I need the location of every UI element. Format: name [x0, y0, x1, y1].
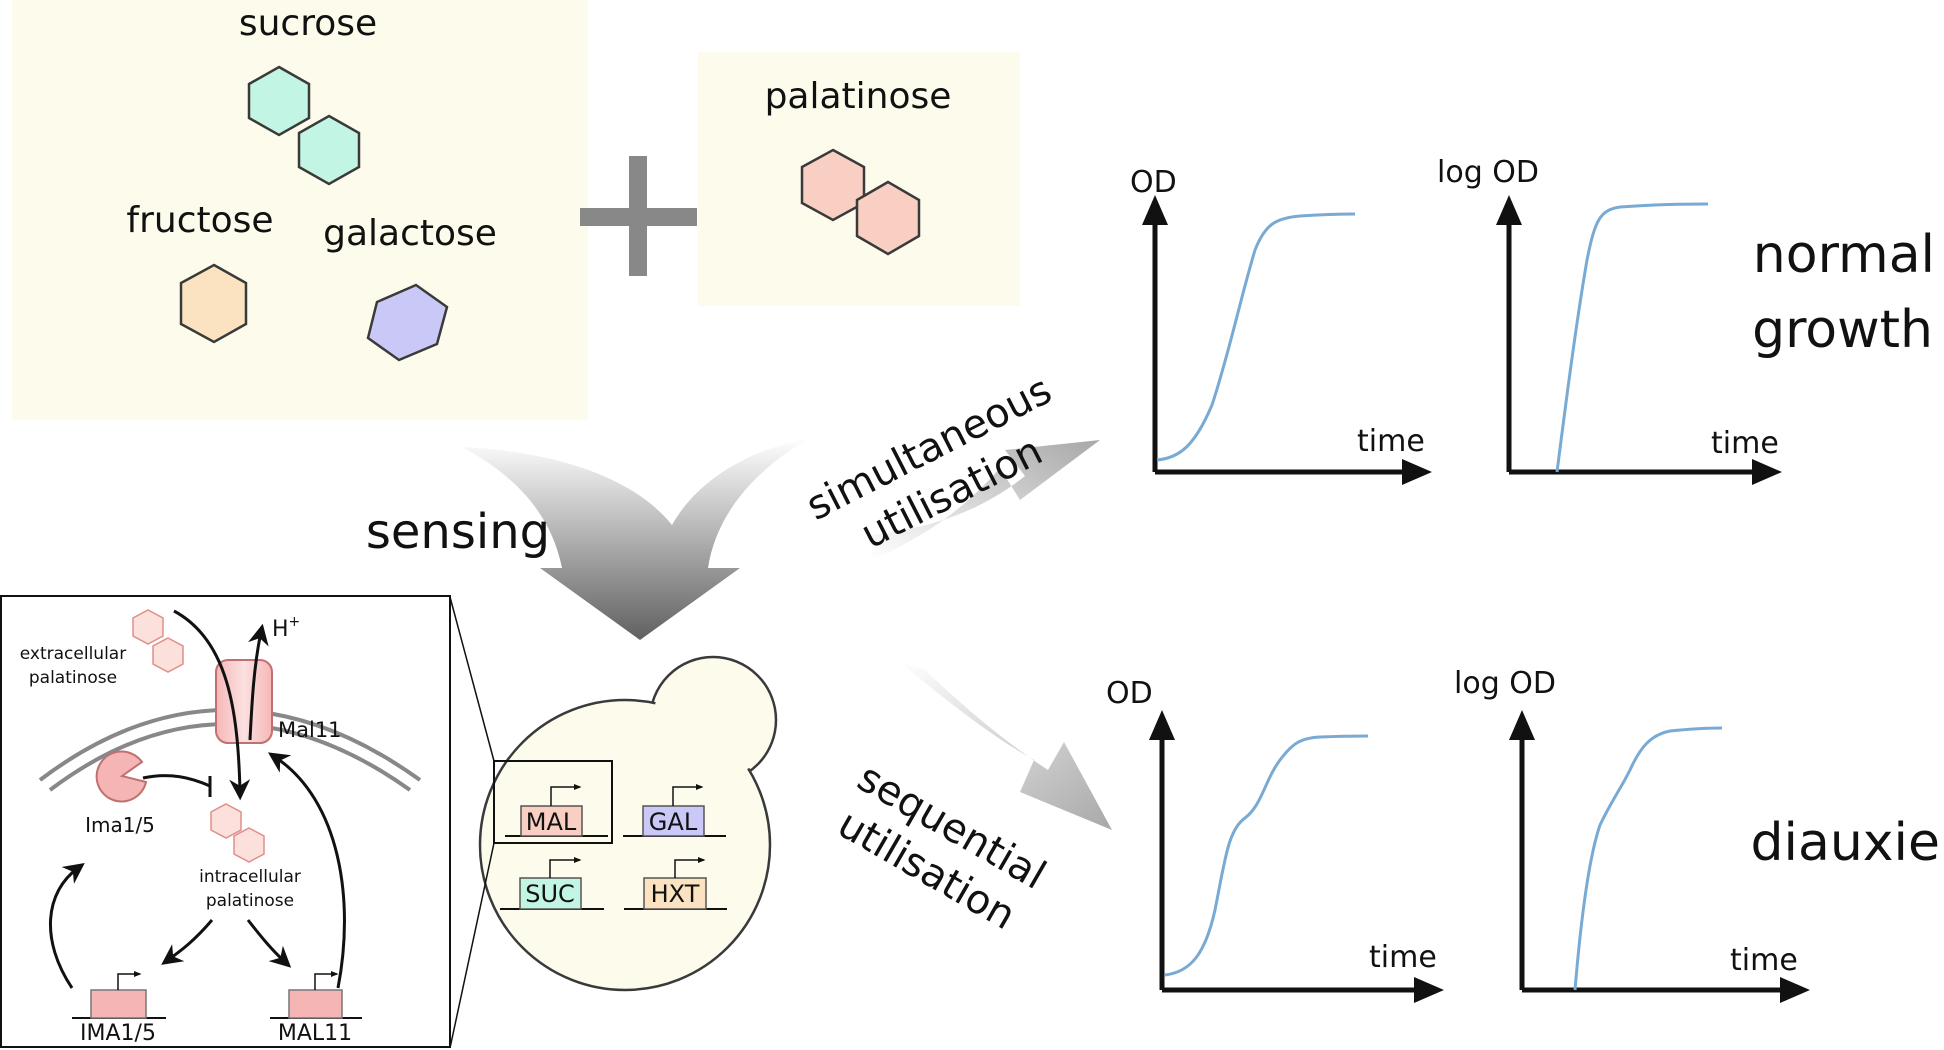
- label-diauxie: diauxie: [1751, 813, 1941, 873]
- label-fructose: fructose: [126, 200, 273, 241]
- sequential-arrow: [900, 662, 1112, 830]
- svg-text:time: time: [1357, 424, 1425, 459]
- gene-suc: SUC: [500, 857, 604, 910]
- yeast-cell: [478, 655, 778, 992]
- plot-diauxie-od: OD time: [1106, 676, 1444, 1003]
- simultaneous-arrow: [872, 440, 1100, 560]
- sugar-box-main: [12, 0, 588, 420]
- svg-text:MAL: MAL: [526, 808, 577, 836]
- svg-text:MAL11: MAL11: [278, 1021, 352, 1046]
- galactose-molecule: [366, 283, 449, 362]
- svg-text:OD: OD: [1106, 676, 1153, 711]
- svg-text:log OD: log OD: [1454, 666, 1556, 701]
- curve-normal-logod: [1555, 202, 1709, 473]
- curve-diauxie-logod: [1573, 726, 1723, 991]
- ima-enzyme[interactable]: [95, 750, 148, 803]
- svg-text:time: time: [1730, 943, 1798, 978]
- curve-diauxie-od: [1164, 734, 1369, 977]
- label-galactose: galactose: [323, 213, 497, 254]
- label-extracellular: extracellular palatinose: [20, 644, 126, 688]
- gene-mal11: MAL11: [270, 971, 362, 1046]
- label-simultaneous: simultaneous utilisation: [799, 367, 1059, 558]
- gene-ima15: IMA1/5: [72, 971, 166, 1046]
- plot-diauxie-logod: log OD time: [1454, 666, 1810, 1003]
- label-normal: normal: [1753, 225, 1935, 285]
- svg-text:SUC: SUC: [525, 880, 575, 908]
- label-proton: H+: [272, 614, 300, 642]
- svg-text:intracellular: intracellular: [199, 867, 301, 887]
- svg-text:log OD: log OD: [1437, 155, 1539, 190]
- sensing-arrow: [462, 438, 810, 640]
- label-mal11: Mal11: [278, 718, 342, 742]
- plus-sign: [580, 156, 697, 276]
- gene-hxt: HXT: [624, 857, 727, 910]
- gene-gal: GAL: [623, 784, 726, 837]
- svg-text:IMA1/5: IMA1/5: [80, 1021, 156, 1046]
- label-sensing: sensing: [366, 504, 550, 560]
- svg-text:time: time: [1369, 940, 1437, 975]
- svg-text:OD: OD: [1130, 165, 1177, 200]
- label-sucrose: sucrose: [239, 3, 377, 44]
- label-ima: Ima1/5: [85, 813, 155, 837]
- palatinose-molecule: [800, 148, 921, 256]
- intracellular-palatinose: [210, 803, 265, 863]
- label-palatinose: palatinose: [765, 76, 952, 117]
- gene-mal: MAL: [505, 784, 608, 837]
- svg-text:palatinose: palatinose: [206, 891, 294, 911]
- sucrose-molecule: [247, 65, 361, 186]
- svg-text:extracellular: extracellular: [20, 644, 126, 664]
- svg-text:time: time: [1711, 426, 1779, 461]
- curve-normal-od: [1156, 212, 1356, 462]
- label-sequential: sequential utilisation: [830, 755, 1053, 939]
- label-intracellular: intracellular palatinose: [199, 867, 301, 911]
- plot-normal-logod: log OD time: [1437, 155, 1782, 485]
- label-growth: growth: [1752, 300, 1933, 360]
- svg-text:palatinose: palatinose: [29, 668, 117, 688]
- svg-text:HXT: HXT: [651, 880, 700, 908]
- mal11-transporter[interactable]: [215, 659, 273, 744]
- plot-normal-od: OD time: [1130, 165, 1432, 485]
- svg-text:GAL: GAL: [649, 808, 698, 836]
- extracellular-palatinose: [132, 609, 184, 673]
- fructose-molecule: [179, 263, 248, 344]
- mal-zoom-box: [493, 760, 613, 844]
